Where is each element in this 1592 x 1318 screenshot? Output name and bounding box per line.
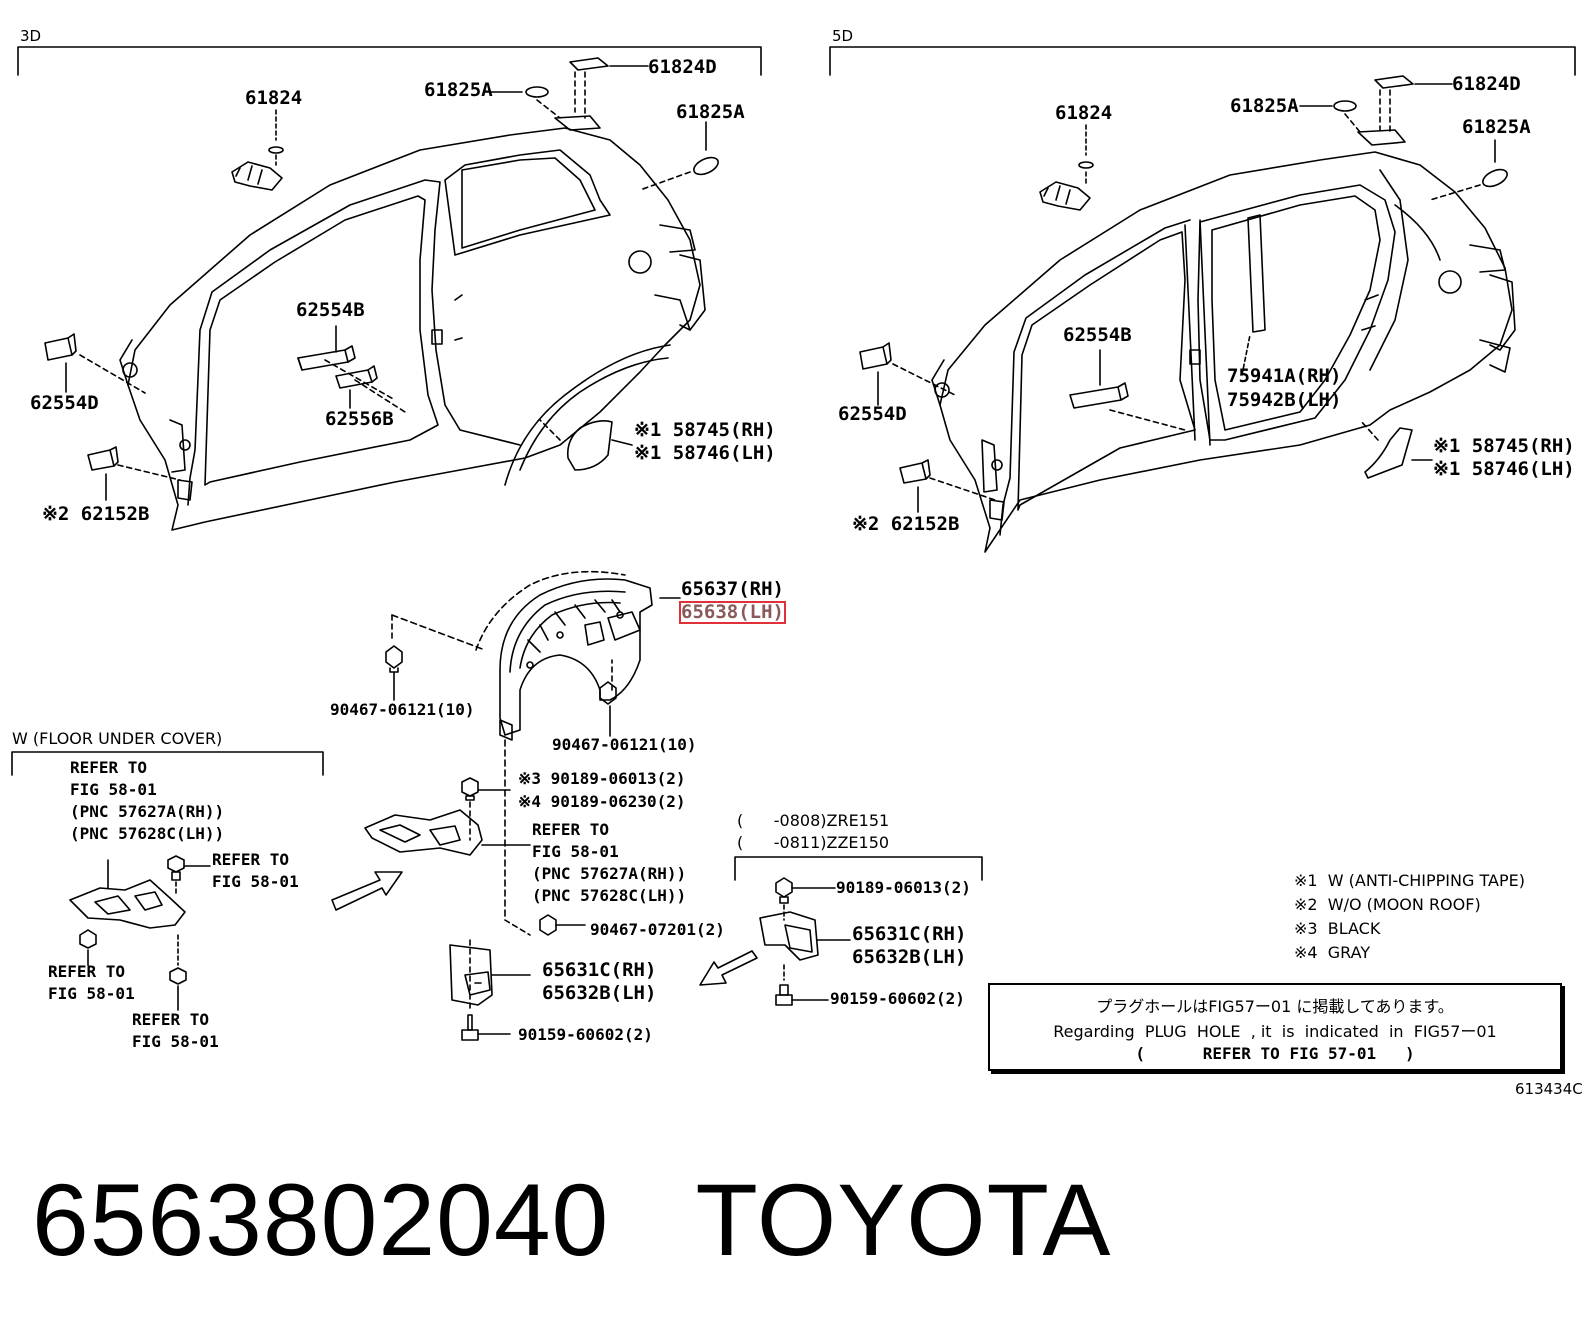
under-cover-center [364, 809, 531, 856]
plug-note-jp: プラグホールはFIG57ー01 に掲載してあります。 [1096, 997, 1454, 1016]
refer-center-line4: (PNC 57628C(LH)) [532, 886, 687, 905]
floor-under-cover [69, 855, 211, 1011]
part-label-61824-3d: 61824 [245, 87, 303, 109]
section-label-5d: 5D [832, 27, 854, 45]
fender-liner [391, 570, 681, 936]
part-label-90467-06121-right: 90467-06121(10) [552, 735, 697, 754]
part-label-61824d-5d: 61824D [1452, 73, 1521, 95]
refer-center-line2: FIG 58-01 [532, 842, 619, 861]
refer-floor-bottom-line1: REFER TO [132, 1010, 210, 1029]
clips-and-screws [385, 645, 617, 1041]
part-label-61824d-3d: 61824D [648, 56, 717, 78]
part-label-61825a-top-5d: 61825A [1230, 95, 1299, 117]
part-label-90159-60602-center: 90159-60602(2) [518, 1025, 653, 1044]
parts-5d [859, 75, 1508, 513]
part-label-62554d-3d: 62554D [30, 392, 99, 414]
body-side-panel-3d [119, 127, 706, 531]
mudguard-bracket-center [449, 944, 531, 1006]
plug-hole-note-box: プラグホールはFIG57ー01 に掲載してあります。 Regarding PLU… [988, 983, 1562, 1071]
refer-floor-bottomleft-line1: REFER TO [48, 962, 126, 981]
section-bracket-5d [829, 46, 1576, 76]
part-label-65632b-variant: 65632B(LH) [852, 946, 967, 968]
part-label-65638-highlighted[interactable]: 65638(LH) [679, 601, 786, 624]
section-bracket-variant [734, 856, 983, 881]
legend-item-1: ※1 W (ANTI-CHIPPING TAPE) [1294, 871, 1525, 890]
variant-bracket [759, 877, 851, 1006]
part-label-65632b-center: 65632B(LH) [542, 982, 657, 1004]
plug-note-ref: ( REFER TO FIG 57-01 ) [1135, 1044, 1415, 1063]
section-bracket-3d [17, 46, 762, 76]
part-label-90159-60602-variant: 90159-60602(2) [830, 989, 965, 1008]
refer-floor-right-line1: REFER TO [212, 850, 290, 869]
refer-floor-bottomleft-line2: FIG 58-01 [48, 984, 135, 1003]
variant-label-zze150: ( -0811)ZZE150 [737, 833, 890, 852]
section-label-floor-under-cover: W (FLOOR UNDER COVER) [12, 729, 223, 748]
part-label-90467-06121-left: 90467-06121(10) [330, 700, 475, 719]
refer-floor-top-line2: FIG 58-01 [70, 780, 157, 799]
part-label-62554b-5d: 62554B [1063, 324, 1132, 346]
plug-note-en: Regarding PLUG HOLE , it is indicated in… [1053, 1022, 1497, 1041]
part-number-banner: 6563802040 TOYOTA [32, 1162, 1111, 1279]
part-label-58745-3d: ※1 58745(RH) [634, 419, 776, 441]
part-label-58746-3d: ※1 58746(LH) [634, 442, 776, 464]
refer-floor-top-line1: REFER TO [70, 758, 148, 777]
part-label-90467-07201: 90467-07201(2) [590, 920, 725, 939]
part-label-65631c-center: 65631C(RH) [542, 959, 657, 981]
part-number: 6563802040 [32, 1163, 610, 1277]
arrows [331, 871, 758, 986]
part-label-75941a-5d: 75941A(RH) [1227, 365, 1342, 387]
part-label-58745-5d: ※1 58745(RH) [1433, 435, 1575, 457]
brand-name: TOYOTA [695, 1163, 1112, 1277]
part-label-62152b-3d: ※2 62152B [42, 503, 150, 525]
part-label-90189-06013-variant: 90189-06013(2) [836, 878, 971, 897]
part-label-75942b-5d: 75942B(LH) [1227, 389, 1342, 411]
refer-floor-top-line4: (PNC 57628C(LH)) [70, 824, 225, 843]
section-label-3d: 3D [20, 27, 42, 45]
variant-label-zre151: ( -0808)ZRE151 [737, 811, 890, 830]
section-bracket-floor [11, 751, 324, 776]
part-label-61825a-right-3d: 61825A [676, 101, 745, 123]
part-label-90189-06230: ※4 90189-06230(2) [518, 792, 686, 811]
refer-floor-right-line2: FIG 58-01 [212, 872, 299, 891]
legend-item-3: ※3 BLACK [1294, 919, 1381, 938]
part-label-58746-5d: ※1 58746(LH) [1433, 458, 1575, 480]
refer-floor-top-line3: (PNC 57627A(RH)) [70, 802, 225, 821]
part-label-61825a-top-3d: 61825A [424, 79, 493, 101]
figure-id: 613434C [1515, 1080, 1583, 1098]
body-side-panel-5d [931, 151, 1516, 553]
part-label-62152b-5d: ※2 62152B [852, 513, 960, 535]
part-label-62556b-3d: 62556B [325, 408, 394, 430]
legend-item-4: ※4 GRAY [1294, 943, 1371, 962]
part-label-90189-06013: ※3 90189-06013(2) [518, 769, 686, 788]
part-label-65637: 65637(RH) [681, 578, 784, 600]
part-label-62554b-3d: 62554B [296, 299, 365, 321]
parts-3d [44, 57, 719, 501]
part-label-61825a-right-5d: 61825A [1462, 116, 1531, 138]
refer-center-line3: (PNC 57627A(RH)) [532, 864, 687, 883]
refer-center-line1: REFER TO [532, 820, 610, 839]
refer-floor-bottom-line2: FIG 58-01 [132, 1032, 219, 1051]
part-label-65631c-variant: 65631C(RH) [852, 923, 967, 945]
part-label-62554d-5d: 62554D [838, 403, 907, 425]
legend-item-2: ※2 W/O (MOON ROOF) [1294, 895, 1481, 914]
part-label-61824-5d: 61824 [1055, 102, 1113, 124]
